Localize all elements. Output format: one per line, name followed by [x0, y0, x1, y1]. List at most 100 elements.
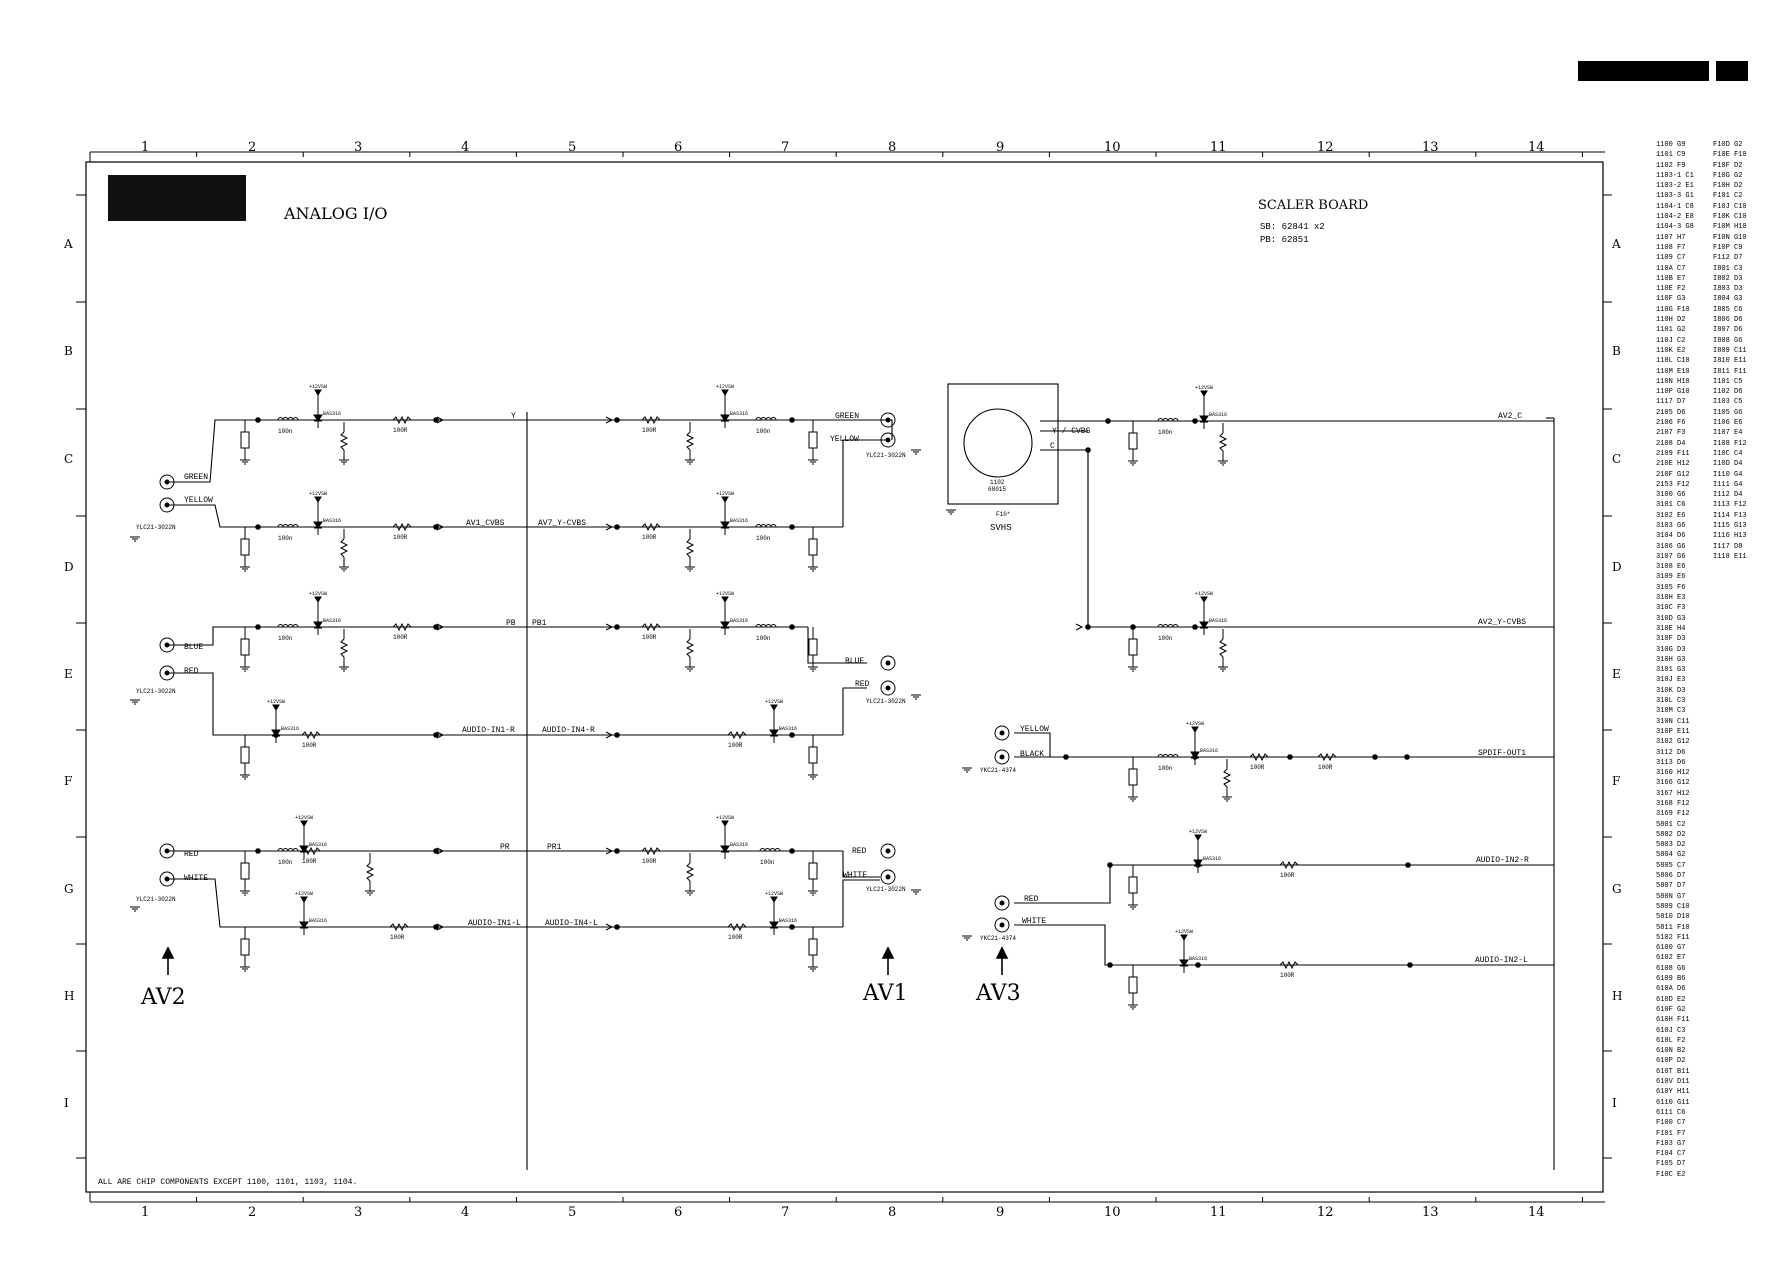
- index-entry: 3169 F12: [1656, 810, 1690, 819]
- index-entry: I114 F13: [1713, 511, 1747, 520]
- fuse-symbol: [1128, 432, 1138, 450]
- junction-dot: [1407, 962, 1413, 968]
- header-tab-small: [1716, 61, 1748, 81]
- grid-row-label-right: H: [1612, 989, 1622, 1003]
- rca-jack-pin: [999, 922, 1005, 928]
- supply-label: +12VSW: [309, 591, 327, 597]
- index-entry: 210E H12: [1656, 460, 1690, 469]
- fuse-symbol: [1128, 638, 1138, 656]
- index-entry: 110A C7: [1656, 264, 1686, 273]
- index-entry: 6109 B6: [1656, 975, 1686, 984]
- rca-jack-symbol: [880, 869, 896, 885]
- index-entry: F10K C10: [1713, 213, 1747, 222]
- svhs-label: SVHS: [990, 523, 1012, 533]
- fuse-symbol: [1128, 976, 1138, 994]
- index-entry: I107 E4: [1713, 429, 1743, 438]
- index-entry: 110J C2: [1656, 336, 1686, 345]
- diode-symbol: [313, 521, 323, 529]
- diode-symbol: [1199, 621, 1209, 629]
- supply-label: +12VSW: [765, 699, 783, 705]
- index-entry: 5804 G2: [1656, 851, 1686, 860]
- supply-label: +12VSW: [716, 384, 734, 390]
- supply-arrow: [272, 704, 280, 711]
- label-conn-part-3: YLC21-3022N: [136, 896, 176, 903]
- index-entry: 110F G3: [1656, 295, 1686, 304]
- grid-row-label-left: F: [64, 774, 72, 788]
- rca-jack-pin: [164, 848, 170, 854]
- rca-jack-pin: [885, 874, 891, 880]
- index-entry: 3112 D6: [1656, 748, 1686, 757]
- grid-col-label-bottom: 2: [248, 1205, 256, 1220]
- fuse-symbol: [808, 638, 818, 656]
- label-conn-part-4: YLC21-3022N: [866, 452, 906, 459]
- supply-arrow: [300, 820, 308, 827]
- label-conn-part-6: YLC21-3022N: [866, 886, 906, 893]
- grid-col-label-top: 1: [141, 140, 149, 155]
- junction-dot: [789, 624, 795, 630]
- fuse-symbol: [808, 746, 818, 764]
- index-entry: 310H E3: [1656, 594, 1686, 603]
- resistor-symbol: [392, 522, 412, 532]
- grid-col-label-top: 14: [1528, 140, 1545, 155]
- grid-row-label-right: G: [1612, 882, 1622, 896]
- index-entry: 3102 G12: [1656, 738, 1690, 747]
- diode-symbol: [720, 521, 730, 529]
- resistor-symbol: [339, 638, 349, 658]
- rca-jack-symbol: [159, 474, 175, 490]
- supply-arrow: [1200, 596, 1208, 603]
- index-entry: 610T B11: [1656, 1067, 1690, 1076]
- supply-label: +12VSW: [309, 384, 327, 390]
- supply-arrow: [1200, 390, 1208, 397]
- rca-jack-pin: [885, 660, 891, 666]
- resistor-value: 100R: [728, 742, 743, 749]
- index-entry: 580N G7: [1656, 892, 1686, 901]
- grid-row-label-left: D: [64, 560, 74, 574]
- grid-col-label-top: 5: [568, 140, 576, 155]
- resistor-symbol: [727, 922, 747, 932]
- index-entry: 1101 C9: [1656, 151, 1686, 160]
- supply-label: +12VSW: [309, 491, 327, 497]
- rca-jack-symbol: [159, 871, 175, 887]
- index-entry: 1104-2 E8: [1656, 213, 1694, 222]
- index-entry: 310D G3: [1656, 614, 1686, 623]
- grid-row-label-right: I: [1612, 1096, 1617, 1110]
- label-red-in: RED: [184, 667, 199, 676]
- inductor-value: 100n: [278, 535, 293, 542]
- grid-col-label-top: 13: [1422, 140, 1439, 155]
- diode-label: BAS316: [1203, 856, 1221, 862]
- junction-dot: [1085, 624, 1091, 630]
- resistor-symbol: [1317, 752, 1337, 762]
- resistor-value: 100R: [393, 534, 408, 541]
- resistor-value: 100R: [642, 534, 657, 541]
- index-entry: I805 C6: [1713, 305, 1743, 314]
- index-entry: 1103-1 C1: [1656, 171, 1694, 180]
- inductor-symbol: [1172, 754, 1179, 758]
- svhs-c-label: C: [1050, 442, 1055, 451]
- diode-label: BAS316: [309, 842, 327, 848]
- diode-label: BAS316: [323, 518, 341, 524]
- rca-jack-pin: [164, 502, 170, 508]
- supply-arrow: [770, 896, 778, 903]
- index-entry: 610V D11: [1656, 1078, 1690, 1087]
- inductor-value: 100n: [278, 428, 293, 435]
- svhs-part: 68015: [988, 486, 1006, 493]
- index-entry: I101 C5: [1713, 377, 1743, 386]
- index-entry: 310J E3: [1656, 676, 1686, 685]
- index-entry: 2105 D6: [1656, 408, 1686, 417]
- signal-arrow: [436, 731, 445, 739]
- index-entry: 610Y H11: [1656, 1088, 1690, 1097]
- diode-symbol: [720, 414, 730, 422]
- inductor-symbol: [770, 524, 777, 528]
- supply-arrow: [314, 389, 322, 396]
- diode-symbol: [313, 414, 323, 422]
- resistor-symbol: [1218, 638, 1228, 658]
- index-entry: F10F D2: [1713, 161, 1743, 170]
- supply-label: +12VSW: [1195, 591, 1213, 597]
- fuse-symbol: [1128, 768, 1138, 786]
- inductor-value: 100n: [756, 635, 771, 642]
- index-entry: F101 C2: [1713, 192, 1743, 201]
- inductor-symbol: [292, 524, 299, 528]
- resistor-value: 100R: [642, 858, 657, 865]
